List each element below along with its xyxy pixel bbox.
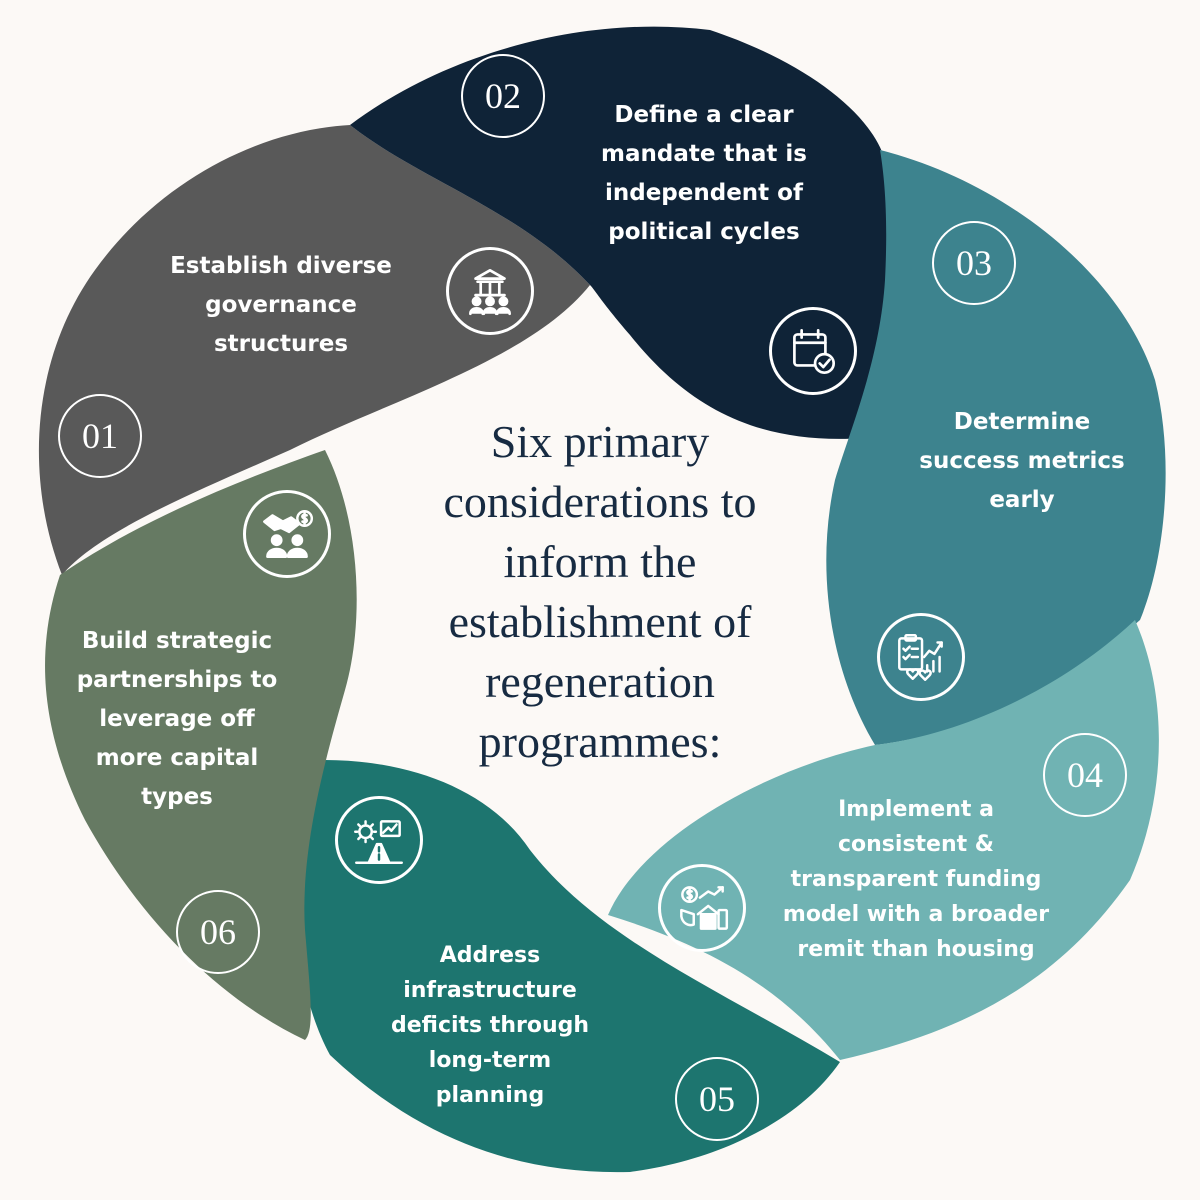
step-number-02: 02: [461, 54, 545, 138]
segment-03-petal: [826, 150, 1166, 745]
step-number-06: 06: [176, 890, 260, 974]
step-number-04: 04: [1043, 733, 1127, 817]
segment-04-petal: [608, 620, 1159, 1060]
segment-05-label: Address infrastructure deficits through …: [390, 943, 590, 1108]
segment-01-petal: [38, 125, 590, 575]
segment-03-label: Determine success metrics early: [919, 409, 1125, 513]
calendar-check-icon: [769, 307, 857, 395]
dollar-house-growth-icon: [658, 864, 746, 952]
handshake-partners-icon: [243, 490, 331, 578]
step-number-05: 05: [675, 1057, 759, 1141]
segment-04-label: Implement a consistent & transparent fun…: [782, 797, 1050, 962]
clipboard-chart-heart-icon: [877, 613, 965, 701]
segment-02-label: Define a clear mandate that is independe…: [601, 102, 807, 245]
step-number-01: 01: [58, 394, 142, 478]
step-number-03: 03: [932, 221, 1016, 305]
road-gear-plan-icon: [335, 796, 423, 884]
segment-06-petal: [45, 450, 357, 1040]
government-building-people-icon: [446, 247, 534, 335]
segment-01-label: Establish diverse governance structures: [170, 253, 392, 357]
segment-06-label: Build strategic partnerships to leverage…: [76, 628, 278, 810]
center-title: Six primary considerations to inform the…: [443, 416, 757, 767]
